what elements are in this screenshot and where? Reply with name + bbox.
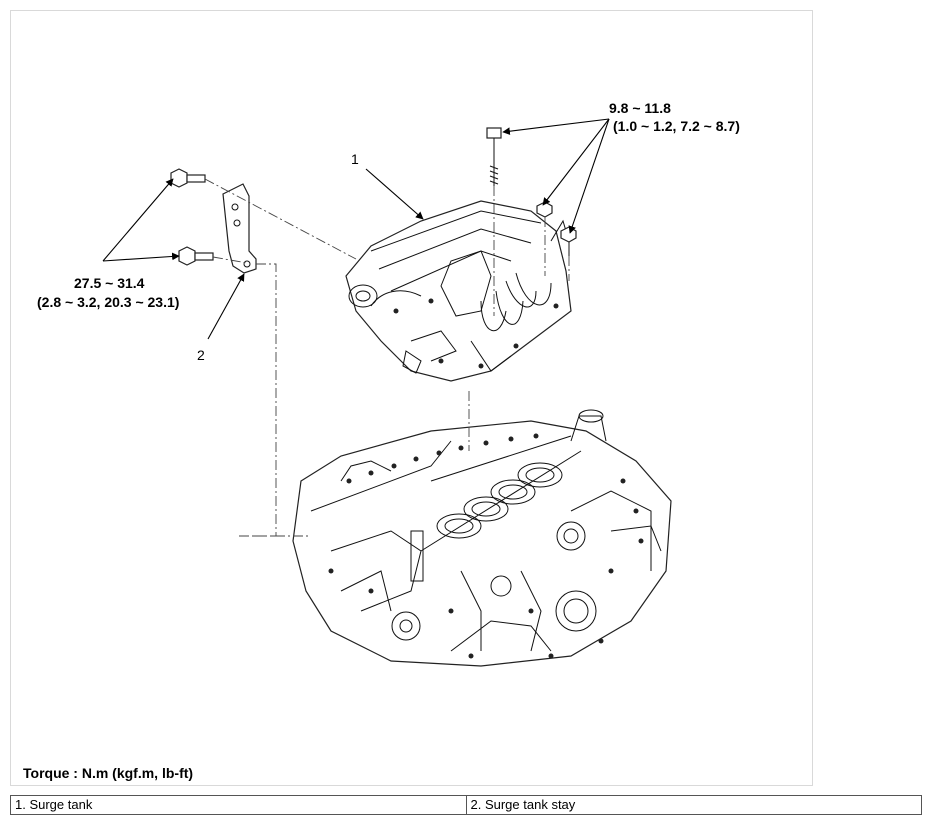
surge-tank-diagram: 9.8 ~ 11.8 (1.0 ~ 1.2, 7.2 ~ 8.7) 27.5 ~… [37,100,740,667]
engine-block-drawing [292,409,672,667]
torque-top-line1: 9.8 ~ 11.8 [609,100,671,116]
torque-unit-note: Torque : N.m (kgf.m, lb-ft) [23,765,194,781]
callout-number-1: 1 [351,151,359,167]
alignment-lines [204,178,570,537]
diagram-frame: 9.8 ~ 11.8 (1.0 ~ 1.2, 7.2 ~ 8.7) 27.5 ~… [10,10,813,786]
parts-legend-table: 1. Surge tank 2. Surge tank stay [10,795,922,815]
leader-arrows [102,118,610,340]
torque-left-line1: 27.5 ~ 31.4 [74,275,145,291]
torque-left-line2: (2.8 ~ 3.2, 20.3 ~ 23.1) [37,294,179,310]
legend-item-surge-tank-stay: 2. Surge tank stay [465,795,922,815]
legend-item-surge-tank: 1. Surge tank [10,795,467,815]
surge-tank-drawing [345,200,572,382]
torque-top-line2: (1.0 ~ 1.2, 7.2 ~ 8.7) [613,118,740,134]
table-row: 1. Surge tank 2. Surge tank stay [10,795,922,815]
bolt-drawings [170,127,577,266]
callout-number-2: 2 [197,347,205,363]
